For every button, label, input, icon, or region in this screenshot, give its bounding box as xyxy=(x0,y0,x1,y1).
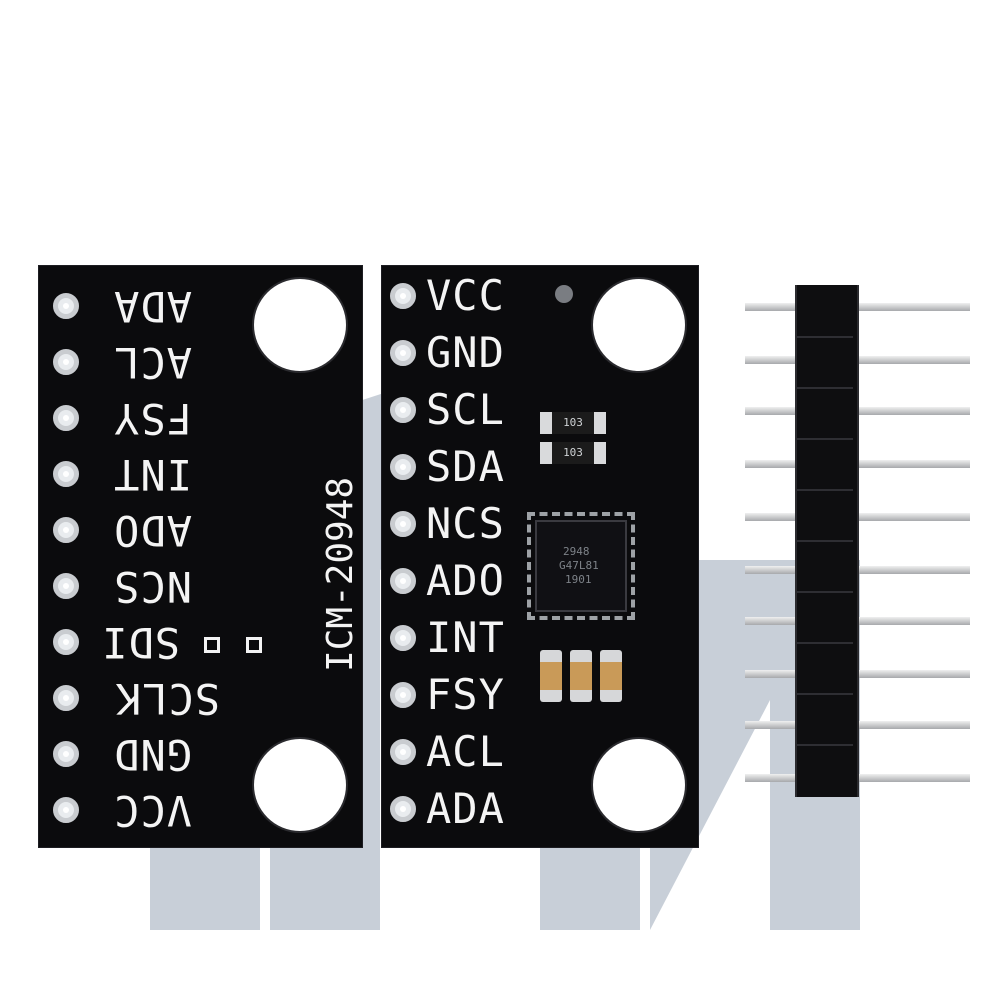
resistor: 103 xyxy=(540,442,606,464)
resistor: 103 xyxy=(540,412,606,434)
capacitor xyxy=(570,650,592,702)
header-segment-divider xyxy=(797,744,853,746)
left-pin-label: GND xyxy=(113,730,192,779)
right-pin-label: ACL xyxy=(426,727,505,776)
via xyxy=(555,285,573,303)
imu-chip: 2948 G47L81 1901 xyxy=(535,520,627,612)
right-pin-label: ADA xyxy=(426,784,505,833)
right-pin-pad xyxy=(390,796,416,822)
capacitor xyxy=(540,650,562,702)
right-pin-label: INT xyxy=(426,613,505,662)
chip-marking-line: G47L81 xyxy=(559,559,599,572)
left-pin-pad xyxy=(53,797,79,823)
right-pin-pad xyxy=(390,682,416,708)
left-pin-label: ADO xyxy=(113,506,192,555)
mount-hole xyxy=(254,279,346,371)
right-pin-label: FSY xyxy=(426,670,505,719)
header-segment-divider xyxy=(797,489,853,491)
right-pin-pad xyxy=(390,568,416,594)
right-pin-pad xyxy=(390,739,416,765)
right-pin-pad xyxy=(390,625,416,651)
chip-pins xyxy=(527,512,635,620)
part-number-label: ICM-20948 xyxy=(320,476,361,672)
header-segment-divider xyxy=(797,642,853,644)
right-pin-pad xyxy=(390,511,416,537)
right-pin-pad xyxy=(390,340,416,366)
right-pin-label: NCS xyxy=(426,499,505,548)
header-segment-divider xyxy=(797,540,853,542)
left-pin-label: ADA xyxy=(113,282,192,331)
header-segment-divider xyxy=(797,591,853,593)
left-pin-pad xyxy=(53,517,79,543)
header-segment-divider xyxy=(797,336,853,338)
left-board xyxy=(38,265,363,848)
left-pin-pad xyxy=(53,573,79,599)
right-pin-pad xyxy=(390,283,416,309)
chip-marking-line: 1901 xyxy=(565,573,592,586)
left-pin-label: ACL xyxy=(113,338,192,387)
left-pin-pad xyxy=(53,405,79,431)
right-pin-label: SCL xyxy=(426,385,505,434)
right-pin-pad xyxy=(390,454,416,480)
left-pin-label: VCC xyxy=(113,786,192,835)
header-segment-divider xyxy=(797,693,853,695)
right-pin-label: SDA xyxy=(426,442,505,491)
chip-marking-line: 2948 xyxy=(563,545,590,558)
capacitor xyxy=(600,650,622,702)
mount-hole xyxy=(593,279,685,371)
smd-pad xyxy=(204,637,220,653)
left-pin-label: NCS xyxy=(113,562,192,611)
header-segment-divider xyxy=(797,438,853,440)
right-pin-label: GND xyxy=(426,328,505,377)
mount-hole xyxy=(254,739,346,831)
left-pin-label: SDI xyxy=(101,618,180,667)
left-pin-pad xyxy=(53,629,79,655)
right-pin-pad xyxy=(390,397,416,423)
left-pin-label: INT xyxy=(113,450,192,499)
left-pin-pad xyxy=(53,685,79,711)
left-pin-pad xyxy=(53,349,79,375)
left-pin-pad xyxy=(53,741,79,767)
left-pin-label: FSY xyxy=(113,394,192,443)
left-pin-label: SCLK xyxy=(114,674,220,723)
right-pin-label: VCC xyxy=(426,271,505,320)
smd-pad xyxy=(246,637,262,653)
mount-hole xyxy=(593,739,685,831)
right-pin-label: ADO xyxy=(426,556,505,605)
header-segment-divider xyxy=(797,387,853,389)
left-pin-pad xyxy=(53,293,79,319)
left-pin-pad xyxy=(53,461,79,487)
pin-header-strip xyxy=(795,285,859,797)
